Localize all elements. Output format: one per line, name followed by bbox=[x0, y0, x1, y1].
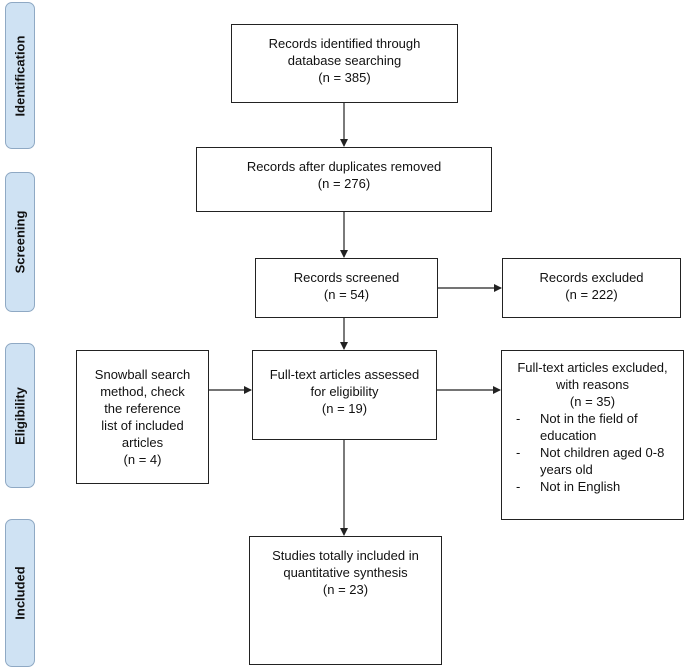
fulltext-assessed-line1: Full-text articles assessed bbox=[269, 367, 420, 382]
snowball-search-line3: the reference bbox=[104, 401, 181, 416]
snowball-search-line5: articles bbox=[121, 435, 164, 450]
fulltext-excluded-line2: with reasons bbox=[556, 377, 629, 392]
phase-identification: Identification bbox=[5, 2, 35, 149]
snowball-search-line1: Snowball search bbox=[94, 367, 191, 382]
phase-screening: Screening bbox=[5, 172, 35, 312]
exclusion-reason-1b: education bbox=[510, 427, 675, 444]
box-records-screened: Records screened (n = 54) bbox=[255, 258, 438, 318]
fulltext-excluded-count: (n = 35) bbox=[569, 394, 616, 409]
records-screened-count: (n = 54) bbox=[323, 287, 370, 302]
records-screened-line1: Records screened bbox=[293, 270, 400, 285]
records-identified-line1: Records identified through bbox=[268, 36, 421, 51]
box-snowball-search: Snowball search method, check the refere… bbox=[76, 350, 209, 484]
box-fulltext-excluded: Full-text articles excluded, with reason… bbox=[501, 350, 684, 520]
snowball-search-line2: method, check bbox=[100, 384, 185, 399]
exclusion-reasons-list: Not in the field of education Not childr… bbox=[510, 410, 675, 495]
fulltext-assessed-line2: for eligibility bbox=[310, 384, 379, 399]
exclusion-reason-2b-text: years old bbox=[540, 462, 593, 477]
fulltext-excluded-line1: Full-text articles excluded, bbox=[517, 360, 668, 375]
snowball-search-line4: list of included bbox=[101, 418, 184, 433]
box-records-excluded: Records excluded (n = 222) bbox=[502, 258, 681, 318]
records-excluded-line1: Records excluded bbox=[539, 270, 644, 285]
studies-included-line2: quantitative synthesis bbox=[283, 565, 408, 580]
records-after-duplicates-line1: Records after duplicates removed bbox=[246, 159, 442, 174]
phase-eligibility: Eligibility bbox=[5, 343, 35, 488]
exclusion-reason-1b-text: education bbox=[540, 428, 597, 443]
box-records-after-duplicates: Records after duplicates removed (n = 27… bbox=[196, 147, 492, 212]
box-fulltext-assessed: Full-text articles assessed for eligibil… bbox=[252, 350, 437, 440]
exclusion-reason-2a: Not children aged 0-8 bbox=[510, 444, 675, 461]
records-identified-count: (n = 385) bbox=[318, 70, 371, 85]
snowball-search-count: (n = 4) bbox=[123, 452, 162, 467]
records-identified-line2: database searching bbox=[287, 53, 402, 68]
phase-included: Included bbox=[5, 519, 35, 667]
studies-included-count: (n = 23) bbox=[322, 582, 369, 597]
exclusion-reason-2b: years old bbox=[510, 461, 675, 478]
exclusion-reason-3: Not in English bbox=[510, 478, 675, 495]
records-excluded-count: (n = 222) bbox=[565, 287, 618, 302]
exclusion-reason-1a: Not in the field of bbox=[510, 410, 675, 427]
box-studies-included: Studies totally included in quantitative… bbox=[249, 536, 442, 665]
box-records-identified: Records identified through database sear… bbox=[231, 24, 458, 103]
records-after-duplicates-count: (n = 276) bbox=[317, 176, 371, 191]
fulltext-assessed-count: (n = 19) bbox=[321, 401, 368, 416]
studies-included-line1: Studies totally included in bbox=[272, 548, 419, 563]
